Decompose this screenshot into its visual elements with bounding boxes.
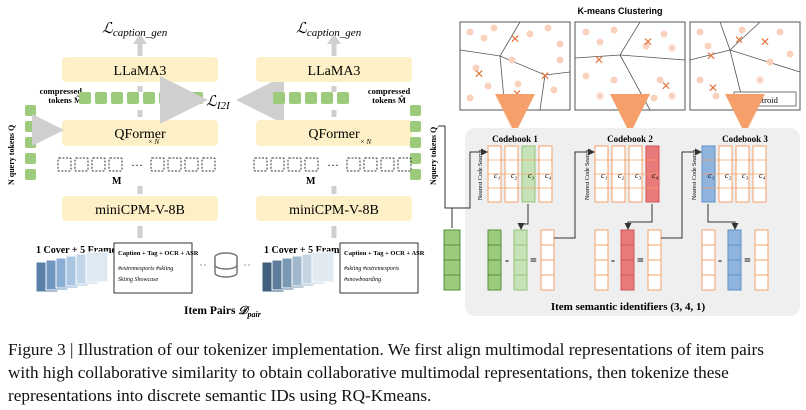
right-qformer-box	[256, 120, 412, 146]
embedding-vector	[443, 229, 461, 291]
cluster-panel-1: ✕ ✕ ✕ ✕	[459, 21, 571, 111]
svg-text:✕: ✕	[734, 33, 744, 47]
svg-text:c₁: c₁	[708, 171, 715, 180]
svg-text:-: -	[611, 253, 615, 267]
compressed-label: compressed	[40, 86, 83, 96]
svg-text:c₄: c₄	[652, 171, 659, 180]
llama-label: LLaMA3	[114, 64, 167, 79]
svg-text:✕: ✕	[626, 93, 636, 107]
legend-label: centroid	[750, 95, 779, 105]
svg-text:miniCPM-V-8B: miniCPM-V-8B	[289, 203, 379, 218]
svg-text:K-means Clustering: K-means Clustering	[577, 6, 662, 16]
svg-text:Nearest Code Search: Nearest Code Search	[692, 150, 698, 200]
svg-text:✕: ✕	[512, 87, 522, 101]
right-loss-label: ℒcaption_gen	[296, 21, 362, 39]
svg-text:#skiing #extremesports: #skiing #extremesports	[344, 266, 400, 272]
svg-text:LLaMA3: LLaMA3	[308, 64, 361, 79]
database-icon	[214, 252, 238, 278]
qformer-box	[62, 120, 218, 146]
svg-text:c₃: c₃	[742, 171, 749, 180]
arrow-head	[133, 34, 147, 44]
right-compressed-tokens	[273, 92, 349, 104]
svg-text:c₂: c₂	[725, 171, 732, 180]
codebook-1-label: Codebook 1	[492, 134, 538, 144]
svg-text:× N: × N	[360, 138, 371, 146]
svg-text:c₁: c₁	[601, 171, 608, 180]
loss-i2i: ℒI2I	[206, 94, 231, 112]
svg-text:c₂: c₂	[511, 171, 518, 180]
svg-text:-: -	[718, 253, 722, 267]
right-query-tokens	[410, 105, 421, 180]
codebook-2-label: Codebook 2	[607, 134, 653, 144]
svg-text:Nquery tokens Q: Nquery tokens Q	[429, 127, 438, 185]
svg-text:✕: ✕	[510, 32, 520, 46]
llama-box	[62, 57, 218, 82]
svg-text:#snowboarding: #snowboarding	[344, 277, 381, 283]
right-panel: ℒcaption_gen LLaMA3 compressed tokens M̃…	[253, 21, 438, 294]
svg-text:=: =	[744, 253, 751, 267]
center-section: ℒI2I Item Pairs 𝒟pair	[160, 76, 284, 319]
query-label: N query tokens Q	[7, 125, 16, 185]
svg-text:Nearest Code Search: Nearest Code Search	[478, 150, 484, 200]
figure-caption: Figure 3 | Illustration of our tokenizer…	[8, 340, 764, 405]
right-caption-box	[339, 242, 419, 294]
left-panel: ℒcaption_gen LLaMA3 compressed tokens M̃…	[7, 21, 218, 294]
cluster-panel-2: ✕ ✕ ✕ ✕	[574, 21, 686, 111]
svg-text:QFormer: QFormer	[308, 127, 360, 142]
svg-text:✕: ✕	[540, 69, 550, 83]
compressed-label-2: tokens M̃	[48, 95, 82, 105]
codebook-3-label: Codebook 3	[722, 134, 768, 144]
svg-text:Caption + Tag + OCR + ASR: Caption + Tag + OCR + ASR	[344, 250, 425, 257]
svg-text:c₃: c₃	[528, 171, 535, 180]
svg-text:c₁: c₁	[494, 171, 501, 180]
svg-text:✕: ✕	[708, 81, 718, 95]
svg-text:Skiing Showcase: Skiing Showcase	[118, 277, 158, 283]
svg-text:× N: × N	[148, 138, 159, 146]
svg-text:✕: ✕	[706, 49, 716, 63]
svg-text:✕: ✕	[661, 79, 671, 93]
query-tokens	[25, 105, 36, 180]
svg-text:c₄: c₄	[545, 171, 552, 180]
svg-text:Nearest Code Search: Nearest Code Search	[585, 150, 591, 200]
encoder-label: miniCPM-V-8B	[95, 203, 185, 218]
clustering-section: K-means Clustering ✕ ✕ ✕ ✕	[438, 6, 801, 316]
svg-text:✕: ✕	[594, 53, 604, 67]
encoder-box	[62, 196, 218, 221]
right-llama-box	[256, 57, 412, 82]
svg-text:=: =	[637, 253, 644, 267]
svg-text:✕: ✕	[760, 35, 770, 49]
svg-text:=: =	[530, 253, 537, 267]
right-frames-stack	[261, 251, 335, 293]
left-loss-label: ℒcaption_gen	[102, 21, 168, 39]
diagram-canvas: ℒcaption_gen LLaMA3 compressed tokens M̃…	[7, 6, 801, 319]
svg-text:tokens M̃: tokens M̃	[372, 95, 406, 105]
residual-row: - = - = - =	[487, 229, 769, 291]
svg-text:#extremesports #skiing: #extremesports #skiing	[118, 266, 173, 272]
item-pairs-label: Item Pairs 𝒟pair	[184, 305, 262, 319]
semantic-ids-label: Item semantic identifiers (3, 4, 1)	[551, 301, 706, 313]
m-tokens	[57, 157, 216, 172]
svg-text:-: -	[505, 253, 509, 267]
m-dots: ···	[131, 158, 143, 172]
qformer-label: QFormer	[114, 127, 166, 142]
svg-text:✕: ✕	[474, 67, 484, 81]
right-m-tokens	[253, 157, 412, 172]
svg-text:c₃: c₃	[635, 171, 642, 180]
right-encoder-box	[256, 196, 412, 221]
frames-stack	[35, 251, 109, 293]
svg-text:1 Cover + 5 Frames: 1 Cover + 5 Frames	[264, 245, 348, 256]
caption-box	[113, 242, 193, 294]
cluster-panel-3: ✕ ✕ ✕ ✕ ✕ centroid	[689, 21, 801, 111]
svg-text:M: M	[306, 176, 316, 187]
svg-text:c₂: c₂	[618, 171, 625, 180]
svg-text:✕: ✕	[643, 35, 653, 49]
frames-title: 1 Cover + 5 Frames	[36, 245, 120, 256]
svg-text:compressed: compressed	[368, 86, 411, 96]
svg-text:Caption + Tag + OCR + ASR: Caption + Tag + OCR + ASR	[118, 250, 199, 257]
svg-text:✕: ✕	[738, 95, 746, 106]
svg-text:c₄: c₄	[759, 171, 766, 180]
svg-text:···: ···	[327, 158, 339, 172]
m-label: M	[112, 176, 122, 187]
